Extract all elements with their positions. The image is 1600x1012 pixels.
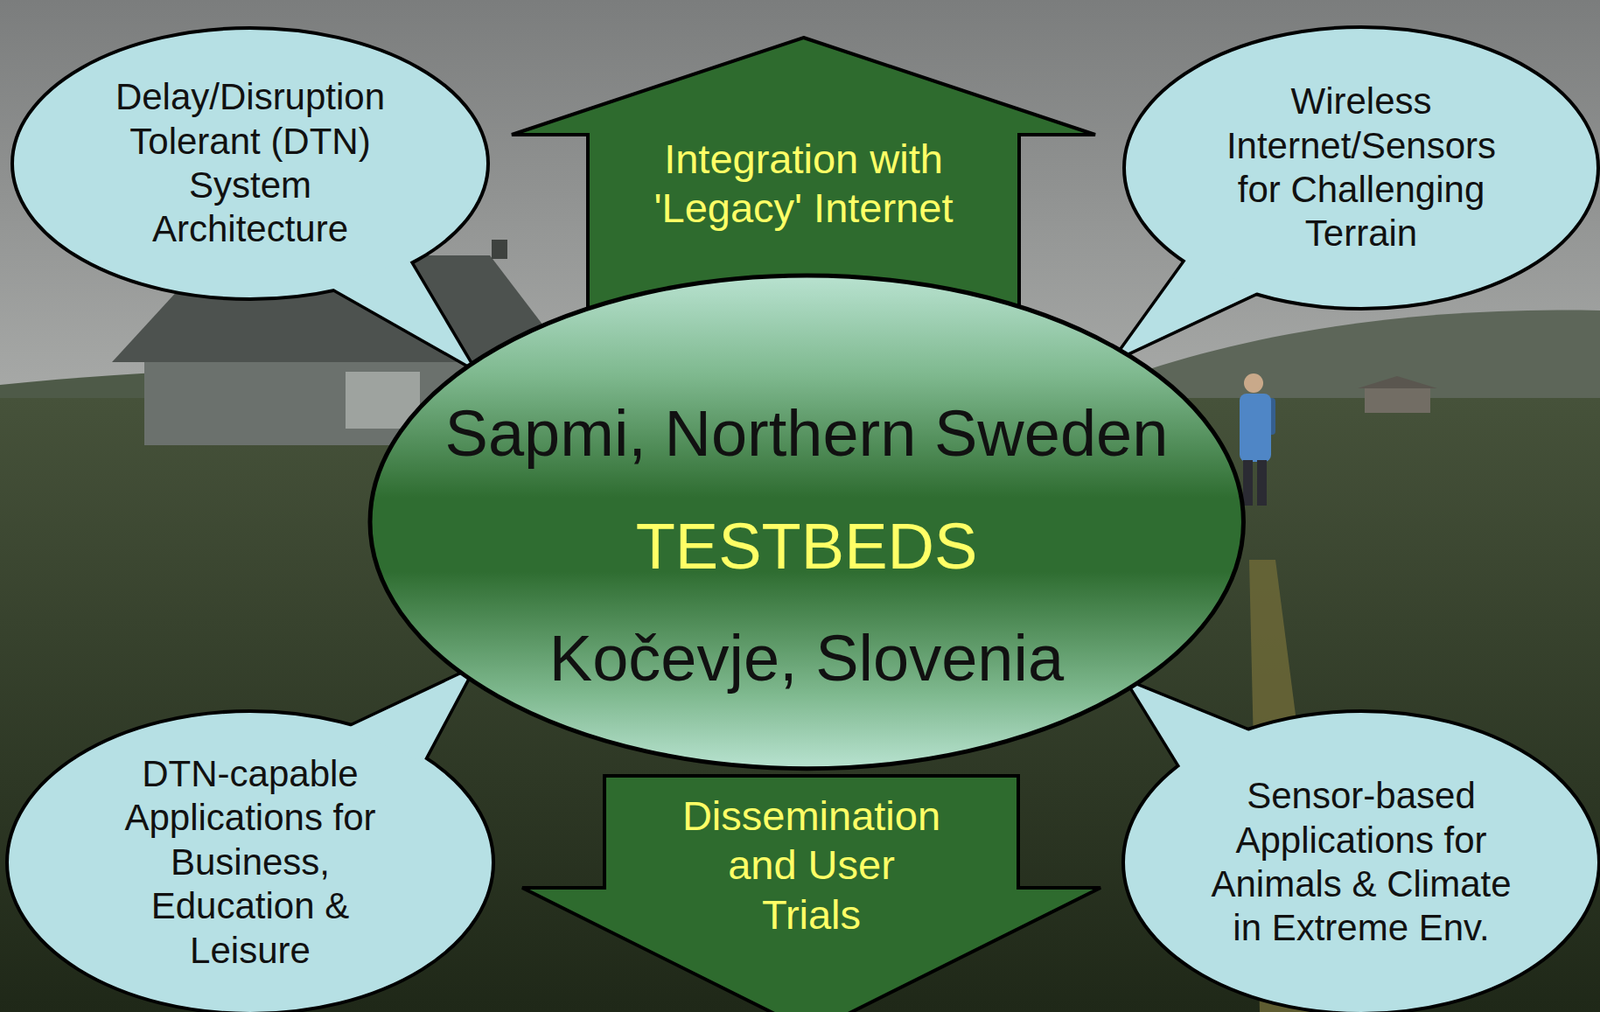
- testbed-label: Sapmi, Northern Sweden: [445, 395, 1169, 474]
- bubble-tail-join: [1115, 258, 1261, 359]
- text-group: Sapmi, Northern SwedenTESTBEDS Kočevje, S…: [367, 272, 1246, 772]
- bubble-tail-join: [330, 258, 473, 368]
- shed: [1364, 386, 1431, 413]
- text-group: Delay/Disruption Tolerant (DTN) System A…: [10, 26, 490, 301]
- arrow-label: Dissemination and User Trials: [677, 791, 946, 940]
- arrow-label: Integration with 'Legacy' Internet: [646, 134, 962, 234]
- bubble-tail-join: [346, 669, 473, 763]
- bubble-tail-join: [1128, 682, 1253, 770]
- topic-text: Sensor-based Applications for Animals & …: [1203, 774, 1519, 951]
- text-group: Wireless Internet/Sensors for Challengin…: [1122, 25, 1600, 311]
- testbed-ellipse: Sapmi, Northern SwedenTESTBEDS Kočevje, S…: [367, 272, 1246, 772]
- down-arrow-body: [522, 775, 1101, 1012]
- down-arrow: Dissemination and User Trials: [520, 774, 1103, 1012]
- topic-bubble-outline: [10, 26, 490, 301]
- hut-chimney: [491, 239, 508, 259]
- topic-text: Wireless Internet/Sensors for Challengin…: [1216, 79, 1506, 257]
- text-group: Dissemination and User Trials: [604, 791, 1019, 940]
- topic-bubble: Sensor-based Applications for Animals & …: [1121, 709, 1600, 1012]
- hiker-jacket: [1239, 393, 1272, 462]
- topic-bubble: DTN-capable Applications for Business, E…: [5, 709, 496, 1012]
- topic-bubble: Delay/Disruption Tolerant (DTN) System A…: [10, 26, 490, 301]
- bubble-body: [12, 27, 489, 300]
- topic-text: Delay/Disruption Tolerant (DTN) System A…: [105, 75, 395, 252]
- topic-bubble: Wireless Internet/Sensors for Challengin…: [1122, 25, 1600, 311]
- testbed-label: Kočevje, Slovenia: [549, 620, 1064, 699]
- testbed-ellipse-body: [370, 275, 1244, 769]
- topic-bubble-outline: [1122, 25, 1600, 311]
- text-group: Integration with 'Legacy' Internet: [587, 134, 1020, 234]
- testbed-label: TESTBEDS: [635, 508, 979, 587]
- topic-text: DTN-capable Applications for Business, E…: [105, 752, 395, 973]
- hiker-head: [1243, 373, 1264, 393]
- hiker-leg: [1243, 460, 1253, 506]
- hiker-leg: [1257, 460, 1267, 506]
- topic-bubble-outline: [1121, 709, 1600, 1012]
- text-group: DTN-capable Applications for Business, E…: [5, 709, 496, 1012]
- text-group: Sensor-based Applications for Animals & …: [1121, 709, 1600, 1012]
- shed-roof: [1357, 376, 1438, 389]
